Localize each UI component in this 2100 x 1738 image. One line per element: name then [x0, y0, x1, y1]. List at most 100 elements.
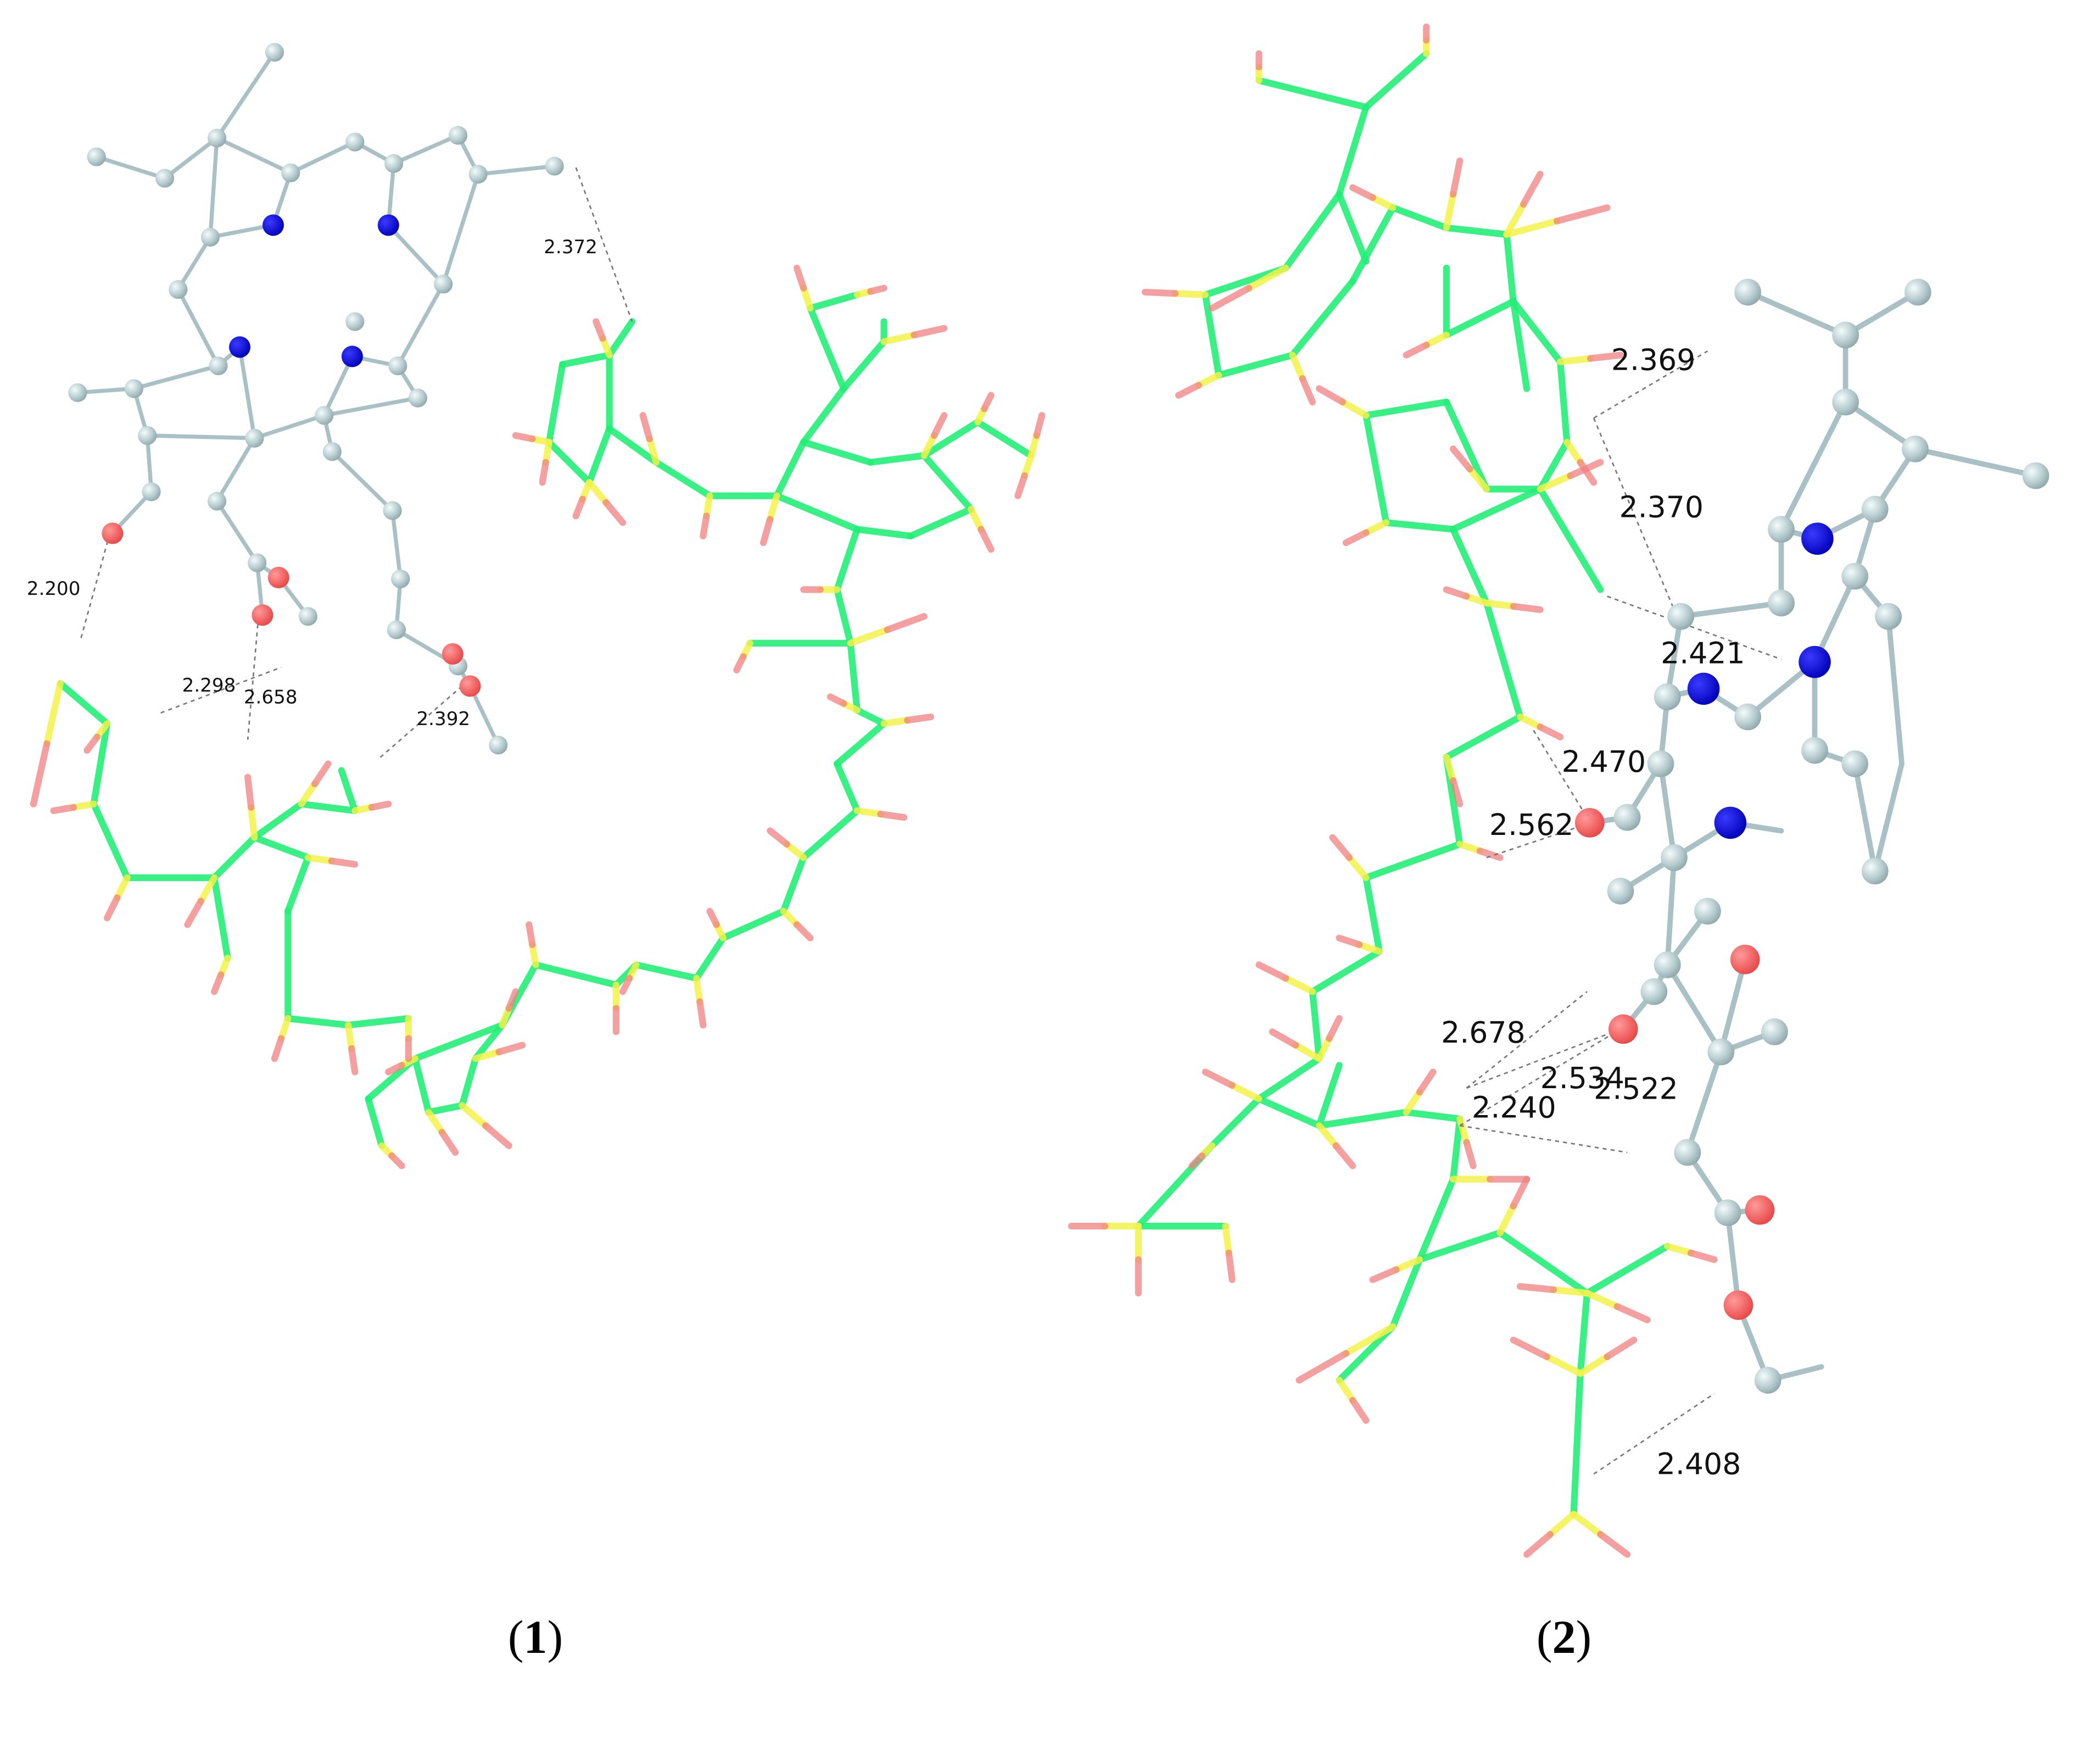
- ligand-bond: [840, 338, 887, 392]
- ligand-hydrogen-stub: [572, 495, 586, 520]
- ligand-bond-stub: [1393, 1256, 1423, 1273]
- porphyrin-bond: [392, 133, 460, 166]
- ligand-hydrogen-stub: [1202, 1068, 1236, 1089]
- ligand-hydrogen-stub: [911, 325, 948, 338]
- ligand-hydrogen-stub: [1349, 1397, 1370, 1424]
- porphyrin-bond: [176, 235, 213, 292]
- carbon-atom: [1667, 603, 1695, 630]
- ligand-bond: [920, 419, 981, 459]
- ligand-hydrogen-stub: [706, 907, 720, 928]
- ligand-bond-stub: [459, 1102, 489, 1129]
- oxygen-atom: [252, 604, 273, 626]
- carbon-atom: [1647, 750, 1674, 777]
- ligand-hydrogen-stub: [244, 773, 255, 811]
- carbon-atom: [208, 492, 227, 511]
- carbon-atom: [1694, 898, 1721, 925]
- ligand-bond: [853, 526, 914, 539]
- carbon-atom: [87, 147, 106, 166]
- oxygen-atom: [1723, 1290, 1753, 1320]
- carbon-atom: [1875, 603, 1902, 630]
- nitrogen-atom: [1687, 672, 1720, 705]
- ligand-bond: [1336, 104, 1370, 198]
- ligand-bond: [853, 706, 887, 727]
- distance-label: 2.372: [544, 236, 597, 258]
- ligand-bond-stub: [1443, 754, 1457, 784]
- ligand-bond-stub: [1289, 352, 1306, 382]
- ligand-hydrogen-stub: [482, 1122, 512, 1149]
- ligand-bond: [1316, 1062, 1343, 1129]
- porphyrin-bond: [441, 172, 481, 286]
- nitrogen-atom: [262, 214, 284, 236]
- ligand-bond: [1443, 224, 1510, 238]
- ligand-bond: [1449, 1115, 1464, 1183]
- porphyrin-bond: [468, 684, 500, 748]
- porphyrin-bond: [208, 136, 219, 239]
- oxygen-atom: [442, 643, 463, 665]
- ligand-hydrogen-stub: [1033, 412, 1046, 439]
- ligand-hydrogen-stub: [184, 898, 204, 928]
- carbon-atom: [1754, 1367, 1781, 1394]
- ligand-bond-stub: [1503, 218, 1561, 238]
- carbon-atom: [208, 129, 227, 148]
- porphyrin-bond: [94, 154, 167, 181]
- oxygen-atom: [1575, 808, 1605, 838]
- ligand-bond-stub: [847, 626, 891, 647]
- ligand-hydrogen-stub: [50, 804, 77, 814]
- ligand-bond-stub: [1195, 371, 1222, 389]
- ligand-bond-stub: [1403, 1089, 1423, 1116]
- carbon-atom: [1654, 951, 1681, 978]
- oxygen-atom: [102, 522, 124, 544]
- ligand-bond: [1389, 204, 1450, 231]
- carbon-atom: [345, 132, 365, 152]
- ligand-bond: [472, 1022, 506, 1062]
- oxygen-atom: [1745, 1195, 1775, 1225]
- carbon-atom: [383, 501, 402, 520]
- carbon-atom: [248, 553, 267, 572]
- ligand-bond-stub: [1342, 1323, 1397, 1357]
- carbon-atom: [1714, 1199, 1741, 1227]
- panel-2-structure: 2.3692.3702.4212.4702.5622.6782.5342.522…: [1068, 23, 2049, 1558]
- ligand-hydrogen-stub: [83, 733, 100, 754]
- ligand-bond-stub: [1336, 1377, 1356, 1404]
- distance-label: 2.408: [1657, 1446, 1741, 1481]
- ligand-bond: [693, 934, 727, 982]
- ligand-1-hydrogen-stubs: [30, 264, 1046, 1169]
- porphyrin-bond: [1665, 855, 1677, 968]
- panel-1-caption: (1): [508, 1609, 563, 1664]
- ligand-bond-stub: [1443, 191, 1457, 231]
- hydrogen-bond-line: [1459, 1028, 1621, 1127]
- ligand-bond-stub: [304, 854, 335, 865]
- ligand-hydrogen-stub: [1449, 445, 1473, 472]
- hydrogen-bond-line: [1607, 595, 1782, 660]
- ligand-hydrogen-stub: [1553, 204, 1611, 225]
- ligand-bond-stub: [425, 1108, 445, 1136]
- ligand-bond: [545, 361, 566, 446]
- distance-label: 2.369: [1611, 342, 1696, 377]
- ligand-bond-stub: [1222, 1223, 1232, 1257]
- hydrogen-bond-line: [1593, 350, 1708, 419]
- carbon-atom: [387, 620, 406, 639]
- porphyrin-bond: [1852, 761, 1878, 874]
- ligand-hydrogen-stub: [385, 1062, 405, 1076]
- ligand-hydrogen-stub: [1329, 834, 1353, 861]
- ligand-bond: [652, 459, 713, 499]
- ligand-hydrogen-stub: [539, 459, 549, 486]
- porphyrin-1-atoms: [68, 43, 564, 755]
- carbon-atom: [1861, 857, 1889, 885]
- distance-label: 2.421: [1661, 636, 1745, 671]
- ligand-bond: [425, 1102, 466, 1116]
- carbon-atom: [169, 280, 188, 299]
- distance-label: 2.562: [1489, 807, 1574, 842]
- carbon-atom: [489, 736, 508, 755]
- porphyrin-bond: [215, 436, 257, 504]
- ligand-hydrogen-stub: [438, 1129, 459, 1156]
- carbon-atom: [1707, 1038, 1735, 1066]
- carbon-atom: [2022, 462, 2049, 489]
- ligand-bond-stub: [1516, 714, 1544, 731]
- ligand-bond-stub: [197, 874, 218, 905]
- porphyrin-bond: [1684, 1049, 1724, 1155]
- ligand-bond-stub: [1456, 1115, 1470, 1146]
- ligand-hydrogen-stub: [1336, 934, 1363, 948]
